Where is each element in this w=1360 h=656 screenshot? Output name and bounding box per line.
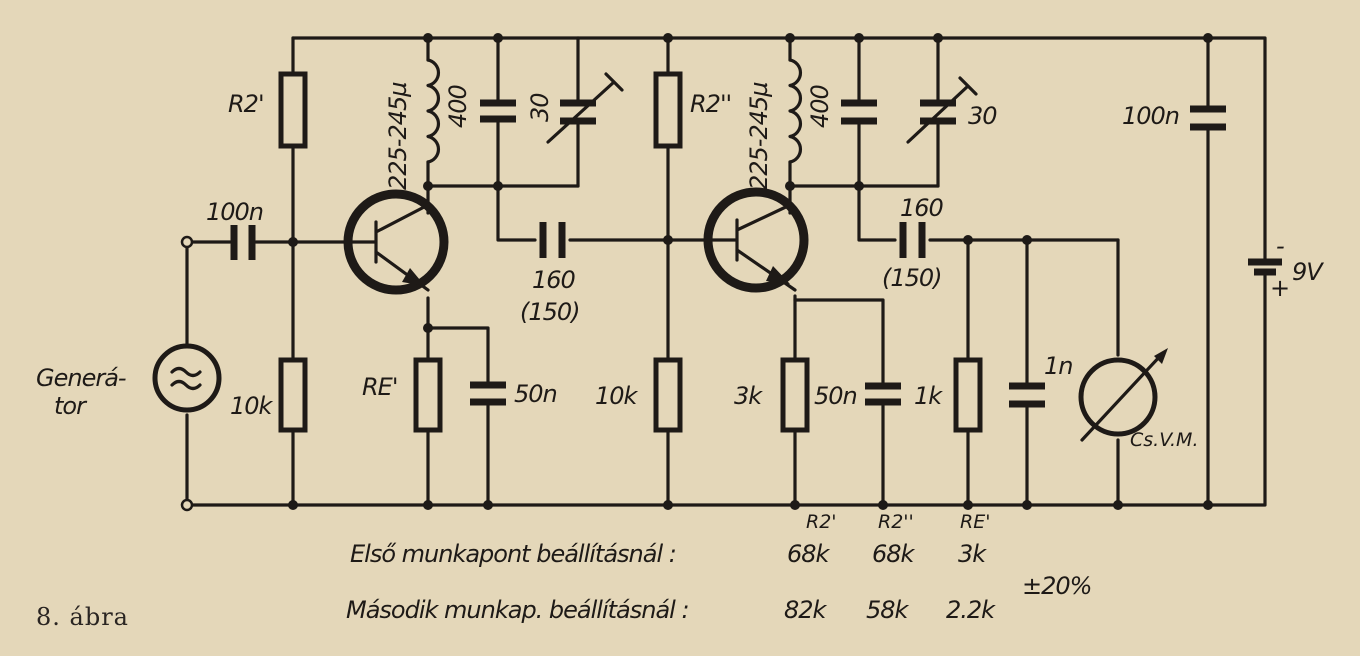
supply-capacitor [1190,105,1226,131]
generator-label-line1: Generá- [36,364,126,392]
terminals [180,235,194,512]
input-capacitor [230,225,256,260]
re-first-label: RE' [362,373,397,401]
inductor-first-range: 225-245µ [384,82,412,190]
emitter-capacitor-second [865,382,901,406]
inductor-second-value: 400 [806,84,834,128]
r2-second-label: R2'' [690,90,731,118]
settings-header-re-first: RE' [960,511,990,533]
battery-voltage: 9V [1292,258,1324,286]
emitter-cap-second-label: 50n [814,382,857,410]
trimmer-capacitor-first [546,72,624,144]
junction-dots [288,33,1213,510]
voltmeter-symbol [1078,348,1168,442]
trimmer-first-label: 30 [526,93,554,122]
inductor-first [426,58,441,164]
emitter-resistor-second-label: 3k [734,382,763,410]
settings-row1-value1: 68k [787,540,831,568]
bias-resistor-second [653,357,683,433]
inductor-first-value: 400 [444,84,472,128]
coupling-capacitor-first [539,222,566,258]
inductor-second [788,58,803,164]
settings-row1-value2: 68k [872,540,916,568]
figure-caption: 8. ábra [36,603,129,631]
tank-capacitor-second [841,99,877,125]
settings-row2-label: Második munkap. beállításnál : [346,596,689,624]
bias-resistor-second-label: 10k [595,382,639,410]
r2-first-label: R2' [228,90,264,118]
coupling-cap-first-alt: (150) [520,298,580,326]
battery-plus: + [1270,274,1289,302]
trimmer-second-label: 30 [968,102,997,130]
coupling-cap-second-alt: (150) [882,264,942,292]
settings-row2-value3: 2.2k [946,596,996,624]
load-resistor-label: 1k [914,382,943,410]
battery-minus: - [1276,232,1284,260]
inductor-second-range: 225-245µ [745,82,773,190]
generator-label-line2: tor [54,392,88,420]
load-capacitor [1009,382,1045,408]
emitter-capacitor-first [470,381,506,406]
r2-first-resistor [278,71,308,149]
bias-resistor-first-label: 10k [230,392,274,420]
coupling-capacitor-second [899,222,926,258]
settings-tolerance: ±20% [1022,572,1091,600]
meter-label: Cs.V.M. [1130,429,1199,451]
trimmer-capacitor-second [906,76,978,144]
re-first-resistor [413,357,443,433]
transistor-second [703,187,809,293]
load-cap-label: 1n [1044,352,1072,380]
settings-row2-value2: 58k [866,596,910,624]
battery-symbol [1248,258,1282,276]
generator-symbol [152,343,222,413]
input-cap-label: 100n [206,198,263,226]
labels: Generá- tor R2' 100n 10k 225-245µ 400 30… [36,82,1325,631]
coupling-cap-first-value: 160 [532,266,576,294]
settings-row2-value1: 82k [784,596,828,624]
coupling-cap-second-value: 160 [900,194,944,222]
settings-header-r2-first: R2' [806,511,837,533]
tank-capacitor-first [480,99,516,123]
bias-resistor-first [278,357,308,433]
emitter-resistor-second [780,357,810,433]
supply-cap-label: 100n [1122,102,1179,130]
settings-header-r2-second: R2'' [878,511,914,533]
r2-second-resistor [653,71,683,149]
settings-row1-value3: 3k [958,540,987,568]
load-resistor [953,357,983,433]
emitter-cap-first-label: 50n [514,380,557,408]
settings-row1-label: Első munkapont beállításnál : [350,540,676,568]
transistor-first [343,189,449,295]
wiring [185,36,1267,507]
